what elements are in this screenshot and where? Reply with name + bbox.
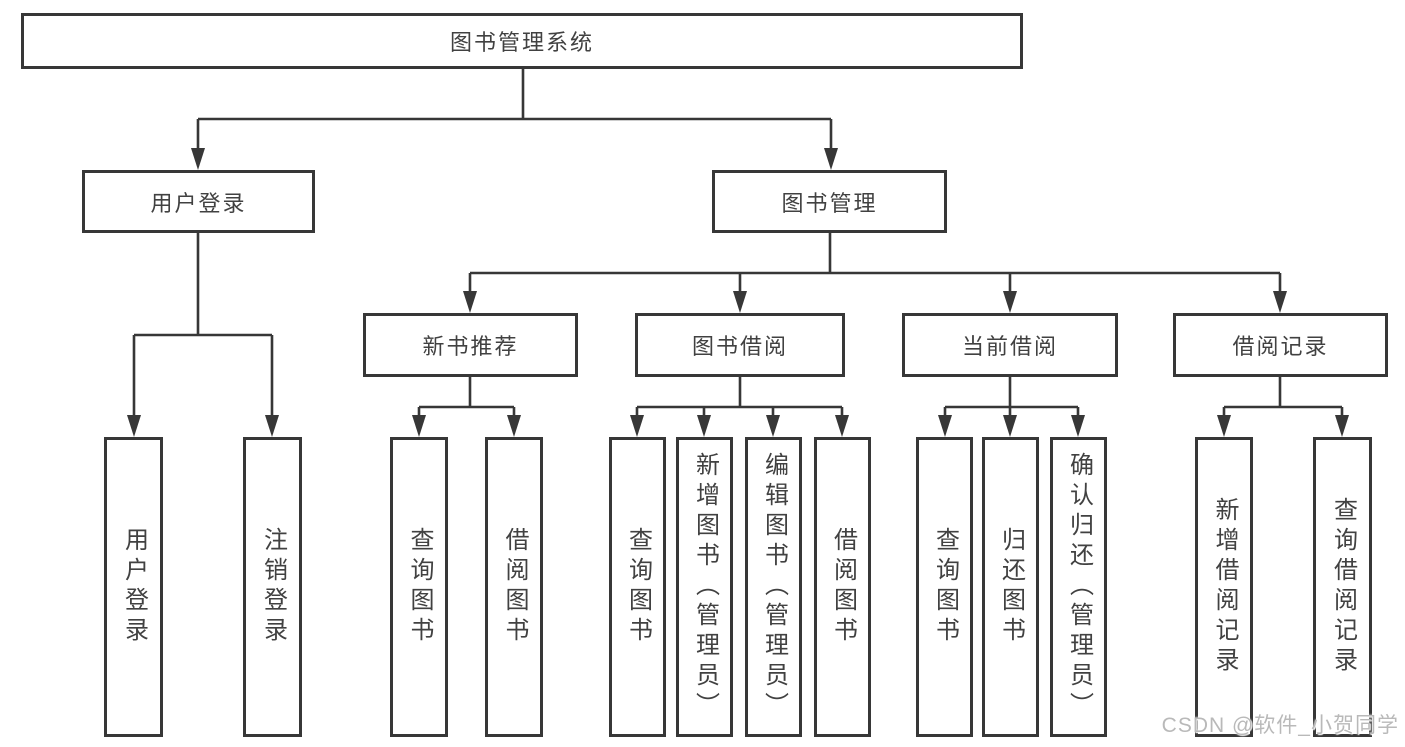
node-borrowing-records: 借阅记录 [1173,313,1388,377]
leaf-query-books-2: 查询图书 [609,437,666,737]
leaf-return-books: 归还图书 [982,437,1039,737]
leaf-add-borrow-record: 新增借阅记录 [1195,437,1253,737]
node-book-borrowing: 图书借阅 [635,313,845,377]
leaf-query-borrow-record: 查询借阅记录 [1313,437,1372,737]
leaf-borrow-books-1: 借阅图书 [485,437,543,737]
connector-paths [132,69,1344,419]
leaf-logout: 注销登录 [243,437,302,737]
node-user-login: 用户登录 [82,170,315,233]
node-new-book-recommendation: 新书推荐 [363,313,578,377]
leaf-confirm-return-admin: 确认归还（管理员） [1050,437,1107,737]
connector-arrowheads [127,148,1349,437]
node-current-borrowing: 当前借阅 [902,313,1118,377]
leaf-query-books-1: 查询图书 [390,437,448,737]
leaf-add-books-admin: 新增图书（管理员） [676,437,733,737]
leaf-borrow-books-2: 借阅图书 [814,437,871,737]
leaf-edit-books-admin: 编辑图书（管理员） [745,437,802,737]
leaf-query-books-3: 查询图书 [916,437,973,737]
node-library-system: 图书管理系统 [21,13,1023,69]
leaf-user-login: 用户登录 [104,437,163,737]
node-book-management: 图书管理 [712,170,947,233]
csdn-watermark: CSDN @软件_小贺同学 [1161,714,1399,737]
